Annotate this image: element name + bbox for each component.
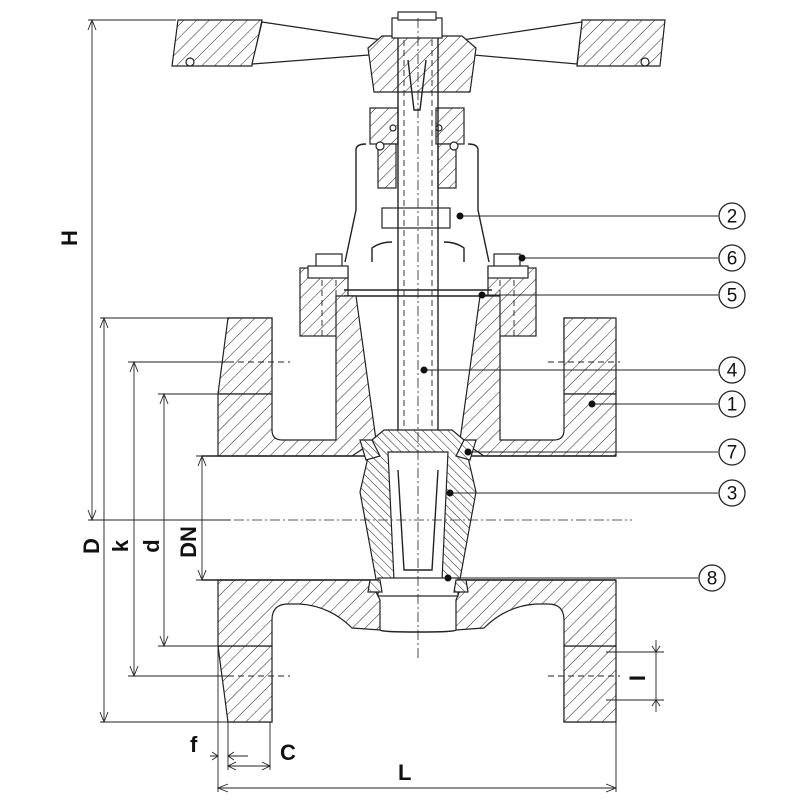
- wedge: [359, 429, 477, 597]
- balloon-4: 4: [718, 356, 746, 384]
- balloon-6: 6: [718, 244, 746, 272]
- balloon-7: 7: [718, 438, 746, 466]
- dimension-label-f: f: [190, 732, 198, 757]
- dimension-label-k: k: [108, 539, 133, 552]
- dimension-label-dn: DN: [176, 526, 201, 558]
- balloon-8: 8: [698, 564, 726, 592]
- balloon-label: 8: [707, 569, 718, 590]
- balloon-label: 4: [727, 361, 738, 382]
- balloon-3: 3: [718, 479, 746, 507]
- balloon-2: 2: [718, 202, 746, 230]
- balloon-label: 6: [727, 249, 738, 270]
- balloon-label: 2: [727, 207, 738, 228]
- balloon-1: 1: [718, 390, 746, 418]
- dimension-label-d-inner: d: [139, 539, 164, 552]
- balloon-label: 5: [727, 286, 738, 307]
- valve-body: [202, 295, 620, 723]
- dimension-label-h: H: [57, 230, 82, 246]
- dimension-label-c: C: [280, 740, 296, 765]
- dimension-lines: [87, 18, 664, 793]
- yoke: [344, 107, 490, 263]
- handwheel: [171, 11, 666, 93]
- balloon-label: 7: [727, 443, 738, 464]
- balloon-label: 3: [727, 484, 738, 505]
- dimension-label-i: I: [625, 675, 650, 681]
- dimension-label-l: L: [398, 760, 411, 785]
- part-leaders: [420, 212, 718, 582]
- dimension-label-d-outer: D: [79, 538, 104, 554]
- balloon-label: 1: [727, 395, 738, 416]
- balloon-5: 5: [718, 281, 746, 309]
